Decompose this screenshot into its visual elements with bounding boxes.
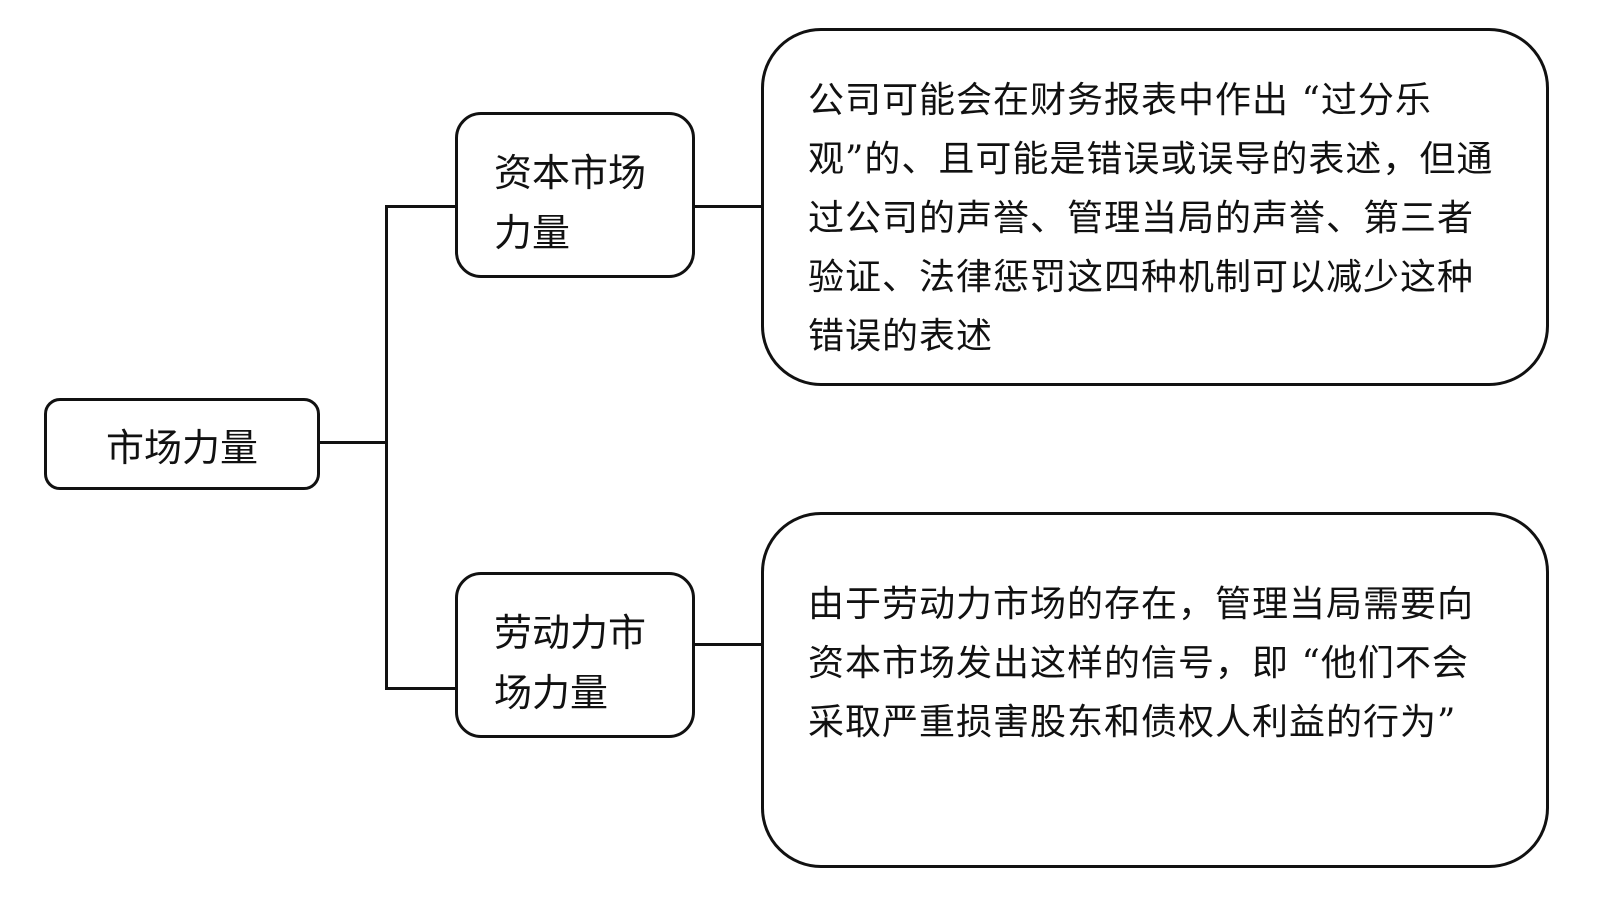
node-labor-market-forces: 劳动力市场力量 (455, 572, 695, 738)
connector-trunk-to-capital (385, 205, 457, 208)
connector-root-to-trunk (320, 441, 388, 444)
root-node-label: 市场力量 (105, 425, 258, 470)
connector-capital-to-desc (693, 205, 763, 208)
connector-trunk-to-labor (385, 687, 457, 690)
description-text: 公司可能会在财务报表中作出 “过分乐观”的、且可能是错误或误导的表述，但通过公司… (808, 80, 1494, 357)
connector-labor-to-desc (693, 643, 763, 646)
description-capital-market: 公司可能会在财务报表中作出 “过分乐观”的、且可能是错误或误导的表述，但通过公司… (761, 28, 1549, 386)
description-labor-market: 由于劳动力市场的存在，管理当局需要向资本市场发出这样的信号，即 “他们不会采取严… (761, 512, 1549, 868)
node-label: 劳动力市场力量 (494, 611, 647, 715)
description-text: 由于劳动力市场的存在，管理当局需要向资本市场发出这样的信号，即 “他们不会采取严… (808, 584, 1475, 743)
node-label: 资本市场力量 (494, 151, 647, 255)
root-node-market-forces: 市场力量 (44, 398, 320, 490)
node-capital-market-forces: 资本市场力量 (455, 112, 695, 278)
connector-trunk-vertical (385, 205, 388, 690)
